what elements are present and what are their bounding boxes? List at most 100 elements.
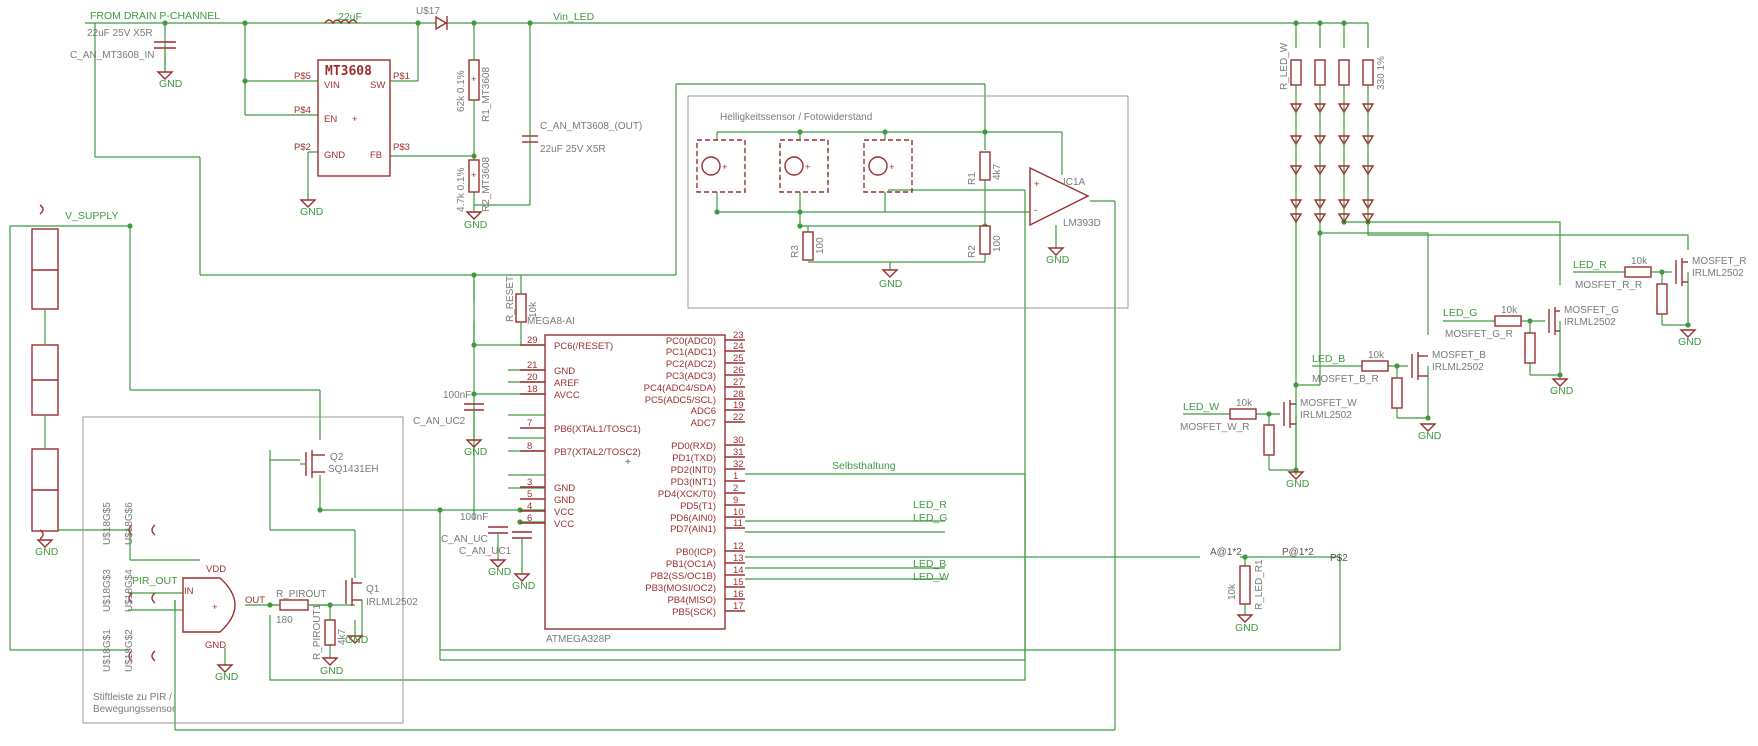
c-an-uc1: GND C_AN_UC1 [459, 531, 536, 592]
svg-text:-: - [1034, 205, 1037, 216]
q1-mosfet: GND Q1 IRLML2502 [345, 578, 418, 646]
led-arrow [1289, 199, 1303, 210]
gate-resistor [1494, 315, 1522, 327]
led-arrow [1361, 199, 1375, 210]
r1-mt-value: 62k 0.1% [456, 70, 467, 112]
gate-resistor [1229, 408, 1257, 420]
mcu-left-pin-num: 18 [527, 384, 538, 395]
mcu-right-pin-num: 19 [733, 400, 744, 411]
lm393-label: LM393D [1063, 218, 1101, 229]
net-vin-led: Vin_LED [553, 11, 595, 23]
led-chain [1289, 103, 1375, 224]
r-pirout1-name: R_PIROUT1 [312, 603, 323, 660]
net-v-supply: V_SUPPLY [65, 210, 119, 222]
mosfet-stages: GNDMOSFET_WIRLML250210kMOSFET_W_RGNDMOSF… [1180, 256, 1746, 490]
mega-bottom-label: ATMEGA328P [546, 634, 611, 645]
mcu-right-pin-name: PC2(ADC2) [666, 359, 716, 370]
svg-text:+: + [212, 602, 218, 613]
gnd-label: GND [464, 446, 488, 458]
mcu-right-pin-num: 12 [733, 541, 744, 552]
c-uc-name: C_AN_UC [441, 534, 488, 545]
led-resistor-bank: R_LED_W 330 1% [1279, 42, 1387, 90]
r-reset-name: R_RESET [505, 276, 516, 322]
led-arrow [1361, 165, 1375, 176]
mega-top-label: MEGA8-AI [527, 316, 575, 327]
r3: R3 100 GND [790, 231, 903, 290]
r1-value: 4k7 [992, 163, 1003, 180]
mcu-right-pin-num: 24 [733, 341, 744, 352]
gate-resistor-name: MOSFET_B_R [1312, 374, 1379, 385]
net-led-r: LED_R [913, 499, 947, 511]
gate-resistor-name: MOSFET_R_R [1575, 280, 1642, 291]
c-an-uc2: GND C_AN_UC2 100nF [413, 390, 488, 458]
phototransistor-2: + [779, 139, 829, 193]
mcu-right-pins: PC0(ADC0)23PC1(ADC1)24PC2(ADC2)25PC3(ADC… [644, 330, 745, 618]
mcu-right-pin-name: PB1(OC1A) [666, 559, 716, 570]
mcu-right-pin-name: PD6(AIN0) [670, 513, 716, 524]
net-pir-out: PIR_OUT [132, 575, 178, 587]
mcu-right-pin-num: 25 [733, 353, 744, 364]
mosfet-type: IRLML2502 [1300, 410, 1352, 421]
mosfet-type: IRLML2502 [1564, 317, 1616, 328]
mcu-right-pin-name: ADC7 [691, 418, 716, 429]
mcu-right-pin-name: PB4(MISO) [667, 595, 716, 606]
led-arrow [1337, 103, 1351, 114]
mcu-left-pin-num: 6 [527, 513, 532, 524]
pir-frame-label-1: Stiftleiste zu PIR / [93, 692, 172, 703]
pir-pin-6: U$18G$6 [124, 502, 135, 545]
svg-text:+: + [471, 74, 477, 85]
gate-resistor [1624, 266, 1652, 278]
p-s2-label: P$2 [1330, 553, 1348, 564]
led-arrow [1361, 103, 1375, 114]
phototransistor-1: + [696, 139, 746, 193]
gnd-label: GND [300, 206, 324, 218]
led-arrow [1313, 199, 1327, 210]
led-arrow [1289, 213, 1303, 224]
led-arrow [1313, 103, 1327, 114]
mcu-right-pin-name: PB5(SCK) [672, 607, 716, 618]
led-arrow [1337, 165, 1351, 176]
gnd-label: GND [215, 671, 239, 683]
mcu-right-pin-name: PD4(XCK/T0) [658, 489, 716, 500]
gnd-label: GND [320, 665, 344, 677]
r2-value: 100 [992, 235, 1003, 252]
pulldown-resistor [1524, 332, 1536, 364]
r-pirout-name: R_PIROUT [276, 589, 327, 600]
mosfet-type: IRLML2502 [1432, 362, 1484, 373]
gnd-label: GND [1678, 336, 1702, 348]
mcu-left-pin-name: VCC [554, 519, 574, 530]
mt-vin-pin: VIN [324, 80, 340, 91]
r2-mt3608: + 4.7k 0.1% R2_MT3608 GND [456, 157, 492, 231]
mt-fb-pin: FB [370, 150, 382, 161]
r-led-r1-name: R_LED_R1 [1254, 559, 1265, 610]
lm393-comparator: + - IC1A LM393D GND [1029, 166, 1101, 266]
mosfet-name: MOSFET_G [1564, 305, 1619, 316]
led-arrow [1313, 135, 1327, 146]
mcu-right-pin-num: 27 [733, 377, 744, 388]
net-led-w-right: LED_W [1183, 401, 1219, 413]
sensor-frame: Helligkeitssensor / Fotowiderstand [687, 95, 1129, 309]
mcu-right-pin-name: PC0(ADC0) [666, 336, 716, 347]
mcu-right-pin-num: 17 [733, 601, 744, 612]
atmega328p: ATMEGA328P PC6(/RESET)29GND21AREF20AVCC1… [520, 330, 745, 645]
diode-u17: U$17 [416, 6, 448, 31]
a-at-label: A@1*2 [1210, 547, 1242, 558]
mcu-right-pin-name: PC1(ADC1) [666, 347, 716, 358]
mcu-right-pin-num: 22 [733, 412, 744, 423]
led-arrow [1289, 135, 1303, 146]
c-an-mt3608-in: GND 22uF 25V X5R C_AN_MT3608_IN [70, 28, 183, 90]
svg-text:+: + [722, 162, 728, 173]
mcu-right-pin-num: 23 [733, 330, 744, 341]
c-out-name: C_AN_MT3608_(OUT) [540, 121, 642, 132]
gnd-label: GND [488, 566, 512, 578]
mt-sw-pin: SW [370, 80, 385, 91]
r2: R2 100 [967, 225, 1003, 258]
led-arrow [1361, 135, 1375, 146]
gnd-label: GND [345, 634, 369, 646]
mcu-left-pin-name: VCC [554, 507, 574, 518]
svg-text:+: + [471, 170, 477, 181]
mcu-left-pin-name: GND [554, 495, 575, 506]
gnd-label: GND [1046, 254, 1070, 266]
pir-gnd: GND [205, 640, 226, 651]
q2-name: Q2 [330, 452, 344, 463]
